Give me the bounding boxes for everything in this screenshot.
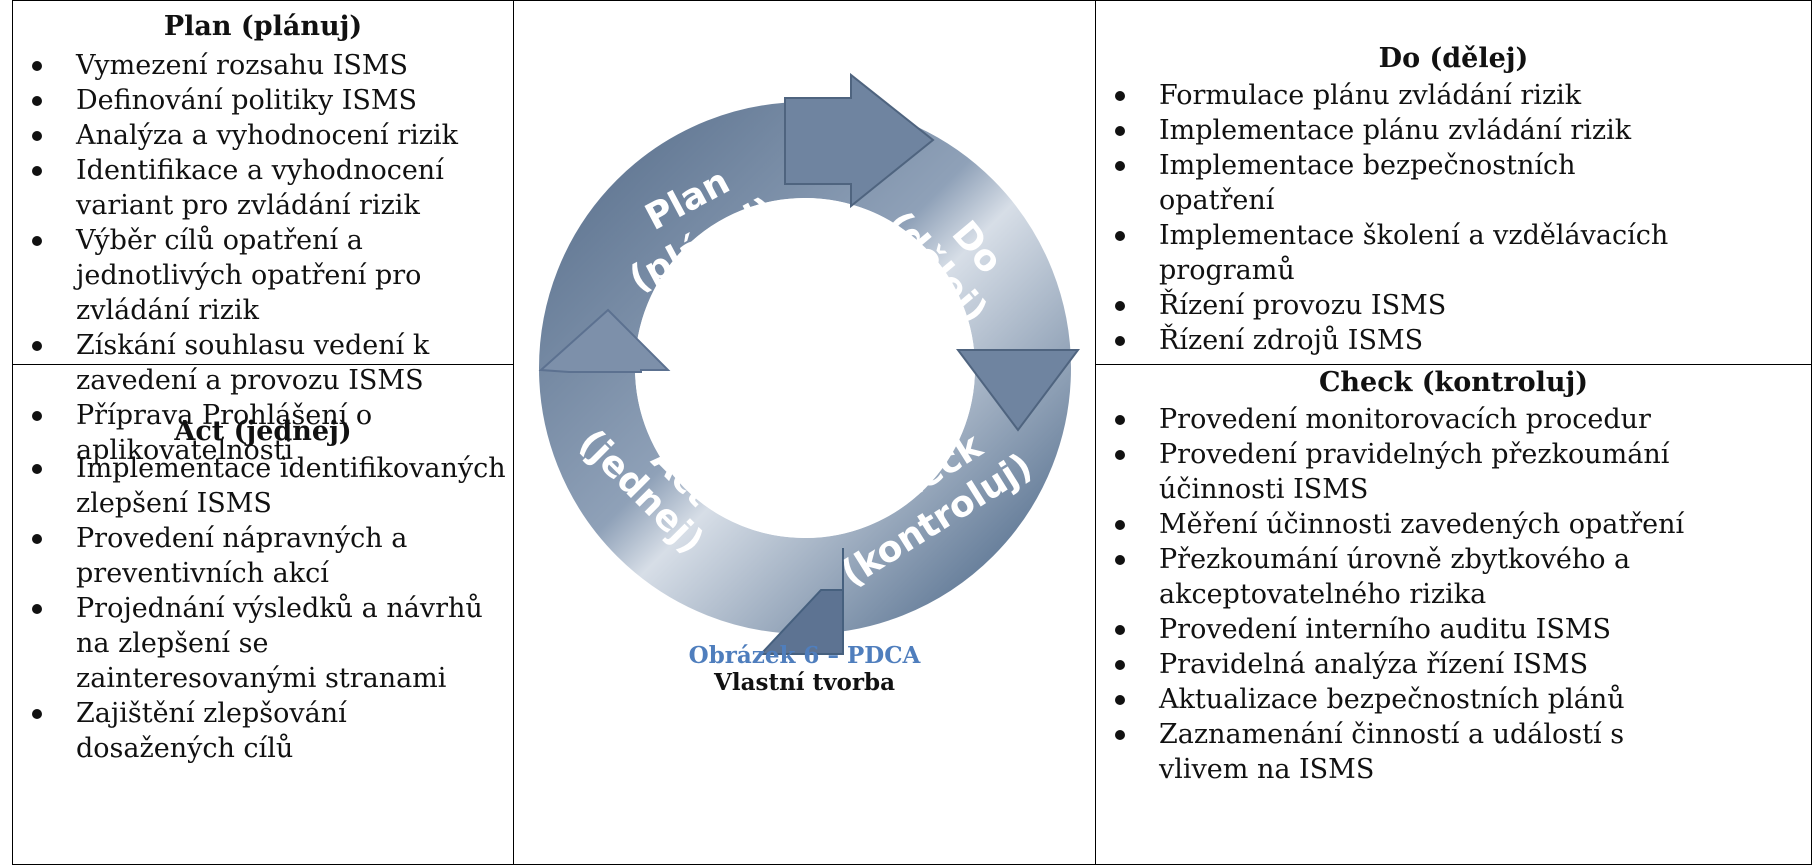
check-list: Provedení monitorovacích procedur Proved… <box>1097 402 1810 787</box>
list-item: Projednání výsledků a návrhů na zlepšení… <box>14 591 512 696</box>
list-item: Definování politiky ISMS <box>14 83 512 118</box>
list-item: Implementace školení a vzdělávacích prog… <box>1097 218 1810 288</box>
pdca-cycle-diagram: Plan (plánuj) Do (dělej) Check (kontrolu… <box>538 72 1080 655</box>
list-item: Provedení nápravných a preventivních akc… <box>14 521 512 591</box>
list-item: Implementace bezpečnostních opatření <box>1097 148 1810 218</box>
plan-title: Plan (plánuj) <box>163 11 363 42</box>
list-item: Zajištění zlepšování dosažených cílů <box>14 696 512 766</box>
do-list: Formulace plánu zvládání rizik Implement… <box>1097 78 1810 358</box>
check-section: Check (kontroluj) Provedení monitorovací… <box>1097 366 1810 787</box>
list-item: Zaznamenání činností a událostí s vlivem… <box>1097 717 1810 787</box>
list-item: Výběr cílů opatření a jednotlivých opatř… <box>14 223 512 328</box>
do-title: Do (dělej) <box>1378 43 1529 74</box>
list-item: Získání souhlasu vedení k zavedení a pro… <box>14 328 512 398</box>
act-list: Implementace identifikovaných zlepšení I… <box>14 451 512 766</box>
caption-source: Vlastní tvorba <box>714 669 895 696</box>
arrowhead-plan-icon <box>784 72 935 209</box>
list-item: Příprava Prohlášení o aplikovatelnosti <box>14 398 512 468</box>
list-item: Analýza a vyhodnocení rizik <box>14 118 512 153</box>
act-title: Act (jednej) <box>174 416 352 447</box>
check-title: Check (kontroluj) <box>1318 367 1589 398</box>
list-item: Implementace identifikovaných zlepšení I… <box>14 451 512 521</box>
plan-list: Vymezení rozsahu ISMS Definování politik… <box>14 48 512 468</box>
list-item: Měření účinnosti zavedených opatření <box>1097 507 1810 542</box>
list-item: Aktualizace bezpečnostních plánů <box>1097 682 1810 717</box>
list-item: Provedení monitorovacích procedur <box>1097 402 1810 437</box>
act-section: Act (jednej) Implementace identifikovaný… <box>14 415 512 766</box>
list-item: Implementace plánu zvládání rizik <box>1097 113 1810 148</box>
list-item: Provedení interního auditu ISMS <box>1097 612 1810 647</box>
list-item: Identifikace a vyhodnocení variant pro z… <box>14 153 512 223</box>
list-item: Vymezení rozsahu ISMS <box>14 48 512 83</box>
list-item: Provedení pravidelných přezkoumání účinn… <box>1097 437 1810 507</box>
caption-figure: Obrázek 6 – PDCA <box>688 642 921 669</box>
do-section: Do (dělej) Formulace plánu zvládání rizi… <box>1097 42 1810 358</box>
arrowhead-do-icon <box>956 349 1080 432</box>
list-item: Formulace plánu zvládání rizik <box>1097 78 1810 113</box>
list-item: Pravidelná analýza řízení ISMS <box>1097 647 1810 682</box>
list-item: Přezkoumání úrovně zbytkového a akceptov… <box>1097 542 1810 612</box>
arrowhead-act-icon <box>538 308 671 373</box>
list-item: Řízení zdrojů ISMS <box>1097 323 1810 358</box>
plan-section: Plan (plánuj) Vymezení rozsahu ISMS Defi… <box>14 2 512 468</box>
figure-caption: Obrázek 6 – PDCA Vlastní tvorba <box>513 642 1096 696</box>
list-item: Řízení provozu ISMS <box>1097 288 1810 323</box>
arrowhead-check-icon <box>758 548 844 655</box>
